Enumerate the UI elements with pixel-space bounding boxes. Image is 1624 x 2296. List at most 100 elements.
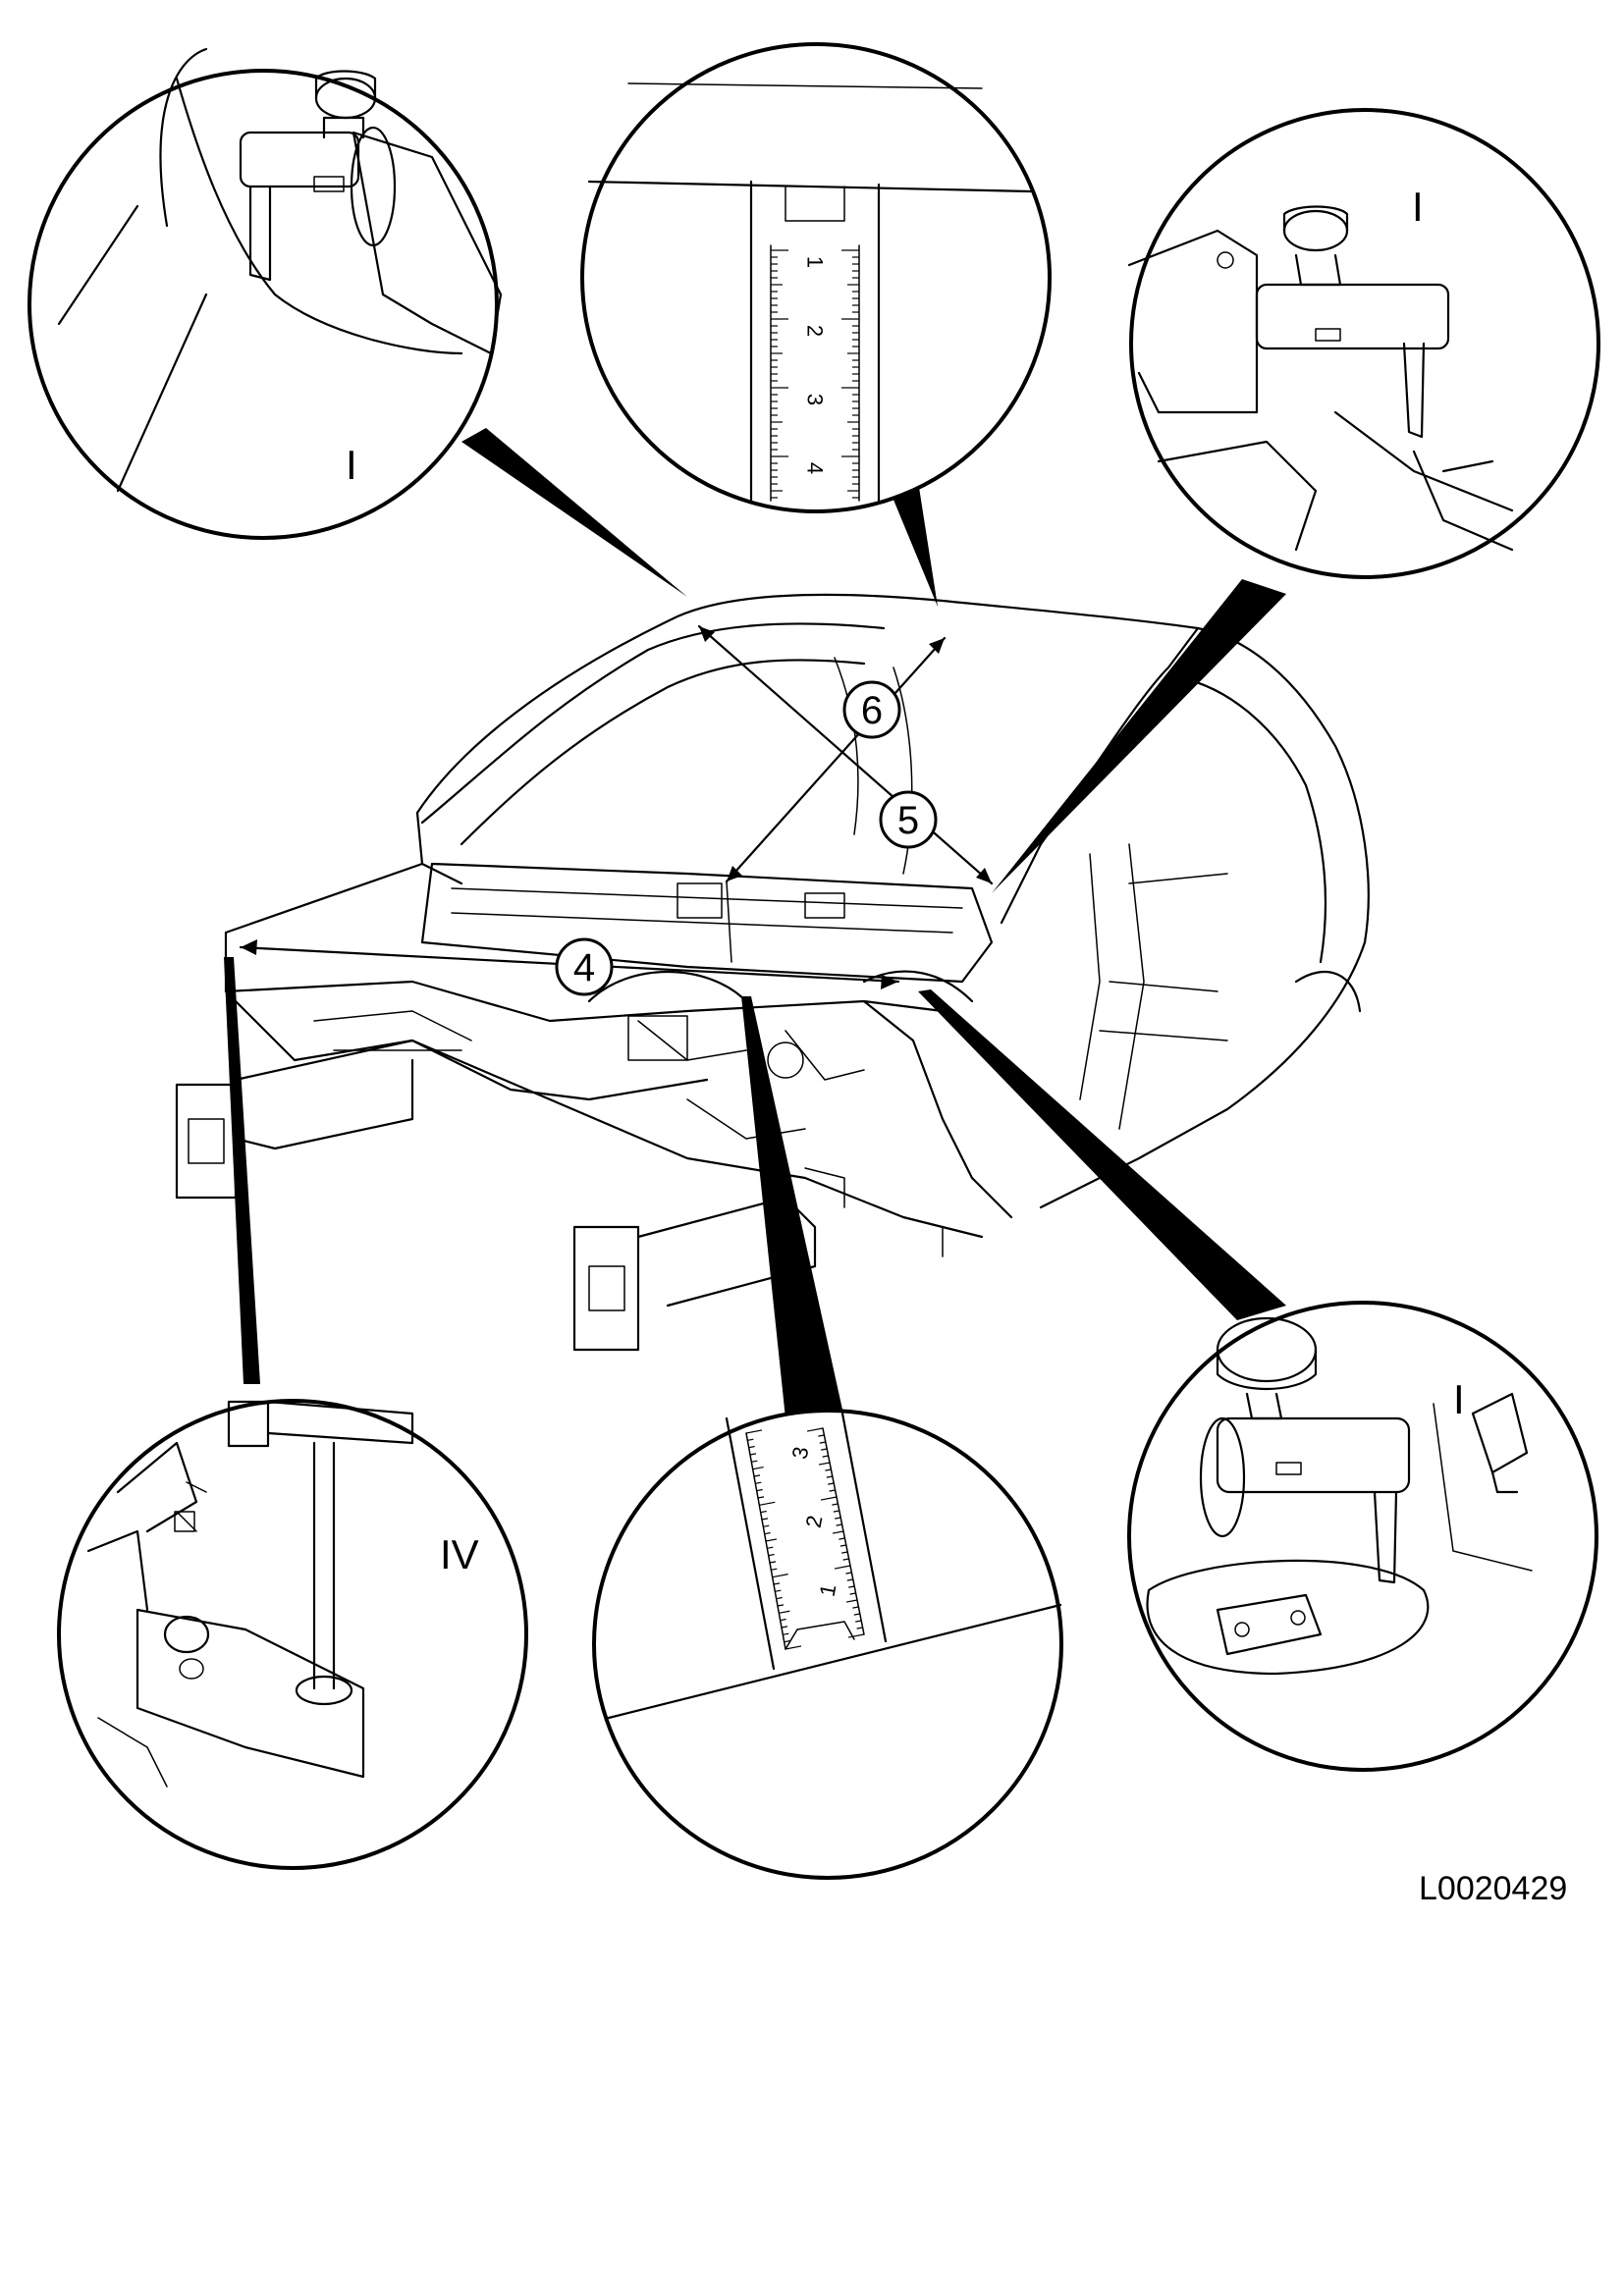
scale-tick [747, 1438, 754, 1441]
scale-tick [759, 1501, 776, 1506]
scale-tick [822, 1455, 829, 1458]
engine-bay-hole [767, 1041, 804, 1079]
front-crossmember [224, 980, 945, 1023]
scale-tick [755, 1481, 762, 1484]
scale-tick [769, 1561, 777, 1564]
windscreen-inner [460, 659, 866, 846]
detail-bottom-center: 3 2 1 [592, 1409, 1063, 1880]
scale-tick [825, 1468, 832, 1471]
a-pillar-left [415, 811, 463, 885]
callout-top-right [992, 579, 1286, 893]
scale-tick [773, 1582, 781, 1585]
view-label-bottom-right: I [1453, 1376, 1465, 1422]
scale-tick [784, 1639, 790, 1643]
view-label-top-left: I [346, 442, 357, 488]
scale-tick [826, 1475, 833, 1478]
callout-bottom-right [918, 989, 1286, 1320]
scale-tick [757, 1496, 765, 1499]
view-label-bottom-left: IV [440, 1531, 479, 1577]
scale-tick [752, 1466, 764, 1470]
wheel-arch [1294, 970, 1362, 1013]
dim-4-arrow-left [241, 939, 257, 955]
scale-bottom-2: 2 [801, 1514, 828, 1530]
rear-door-line [1176, 675, 1327, 964]
floor-lines [1099, 873, 1228, 1041]
scale-tick [763, 1524, 770, 1527]
scale-tick [765, 1538, 778, 1542]
scale-tick [845, 1599, 858, 1603]
scale-tick [839, 1544, 846, 1547]
scale-tick [761, 1518, 769, 1521]
scale-tick [852, 1606, 859, 1609]
callout-top-center [889, 481, 938, 607]
measuring-pin-bottom-left [86, 1400, 414, 1788]
engine-bay-box [627, 1015, 688, 1061]
scale-tick [842, 1558, 849, 1561]
measuring-scale-top-center: 1 2 3 4 [749, 180, 881, 503]
dimension-badge-5: 5 [879, 790, 938, 849]
panel-edge-top-center [587, 180, 1033, 193]
callout-wedges [224, 428, 1286, 1418]
scale-tick [775, 1589, 782, 1592]
subframe [234, 1039, 984, 1239]
suspension-tower [587, 970, 974, 1003]
detail-top-center: 1 2 3 4 [580, 42, 1052, 513]
dimension-label-6: 6 [861, 689, 883, 732]
dim-5-arrow-bottom [976, 868, 992, 883]
scale-top-3: 3 [803, 394, 828, 405]
scale-tick [853, 1613, 860, 1616]
scale-tick [828, 1482, 835, 1485]
scale-tick [771, 1568, 778, 1571]
scale-tick [745, 1429, 763, 1434]
scale-tick [832, 1503, 839, 1506]
scale-tick [753, 1474, 761, 1477]
scale-tick [845, 1572, 852, 1575]
scale-tick [780, 1618, 786, 1622]
bumper-plate-left-inner [188, 1118, 225, 1164]
dim-6-extension [726, 881, 732, 963]
figure-reference-code: L0020429 [1419, 1870, 1567, 1907]
a-pillar-right [1000, 842, 1043, 925]
scale-tick [749, 1453, 757, 1456]
dimension-lines [239, 624, 994, 989]
scale-tick [849, 1592, 856, 1595]
roof-frame [415, 593, 1200, 846]
dim-6-arrow-bottom [727, 866, 742, 881]
dim-6-arrow-top [929, 638, 945, 654]
scale-tick [819, 1441, 826, 1444]
bumper-plate-left [175, 1083, 238, 1200]
scale-tick [839, 1537, 845, 1540]
scale-tick [829, 1489, 836, 1492]
scale-tick [772, 1574, 788, 1578]
cowl-bracket-2 [677, 882, 723, 919]
dim-4-arrow-right [881, 975, 898, 989]
bumper-plate-right [572, 1225, 640, 1352]
rear-quarter [1039, 940, 1367, 1209]
measuring-tool-top-right [1127, 205, 1514, 552]
engine-bay-detail [313, 1010, 865, 1140]
scale-tick [777, 1604, 785, 1607]
view-label-top-right: I [1412, 184, 1424, 230]
scale-tick [836, 1523, 842, 1526]
measuring-tool-bottom-right [1146, 1316, 1533, 1676]
scale-tick [820, 1496, 838, 1501]
scale-tick [856, 1627, 863, 1629]
dim-5-line [697, 624, 994, 885]
dimension-label-4: 4 [573, 946, 595, 989]
detail-top-left: I [27, 47, 503, 540]
scale-tick [841, 1551, 848, 1554]
dimension-badge-4: 4 [555, 937, 614, 996]
measuring-scale-bottom-center: 3 2 1 [725, 1412, 888, 1671]
engine-bay-left [253, 1019, 709, 1101]
scale-tick [764, 1531, 771, 1535]
scale-top-1: 1 [803, 256, 828, 268]
scale-tick [748, 1445, 755, 1449]
scale-ticks-top [771, 249, 859, 499]
car-body-shell: 4 5 6 [175, 593, 1370, 1352]
scale-tick [855, 1620, 862, 1623]
panel-edge-bottom-center [607, 1603, 1062, 1720]
detail-bottom-right: I [1127, 1301, 1598, 1772]
scale-top-4: 4 [803, 462, 828, 474]
cowl-detail [451, 887, 963, 934]
crash-box-right [636, 1196, 817, 1308]
